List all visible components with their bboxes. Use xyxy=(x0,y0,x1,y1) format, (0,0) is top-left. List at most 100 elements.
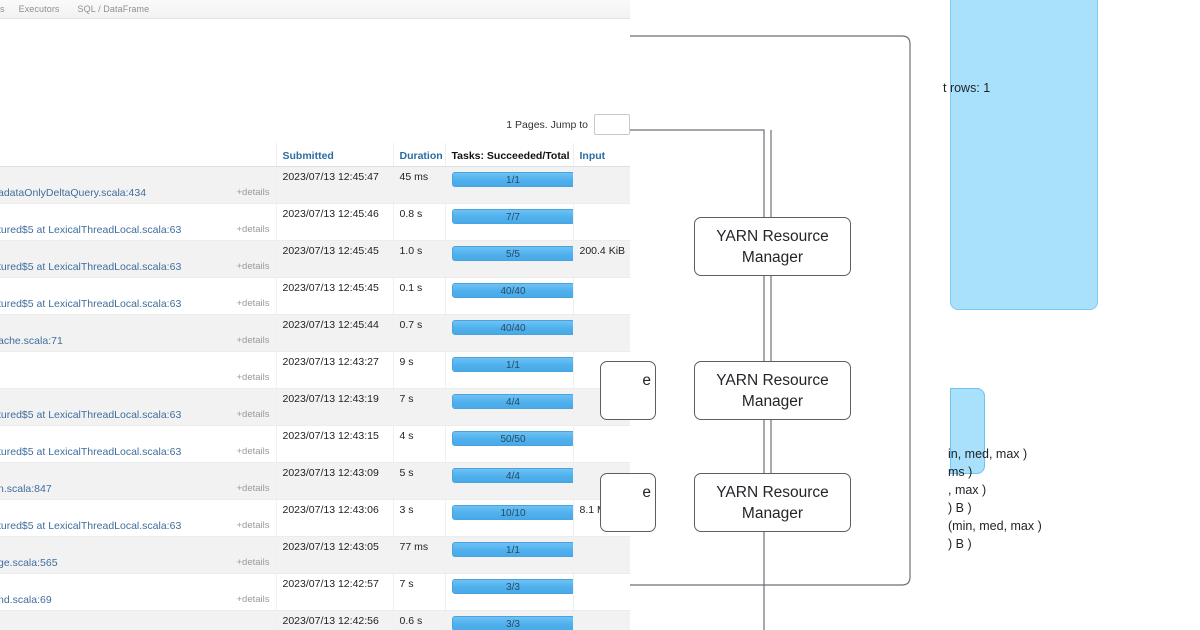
cell-description: tured$5 at LexicalThreadLocal.scala:63 +d… xyxy=(0,425,277,463)
job-description-link[interactable]: tured$5 at LexicalThreadLocal.scala:63 xyxy=(0,445,182,458)
table-row[interactable]: tured$5 at LexicalThreadLocal.scala:63 +d… xyxy=(0,388,630,426)
column-header-duration[interactable]: Duration xyxy=(393,143,446,167)
details-toggle[interactable]: +details xyxy=(236,223,270,235)
table-row[interactable]: tured$5 at LexicalThreadLocal.scala:63 +d… xyxy=(0,499,630,537)
table-row[interactable]: tured$5 at LexicalThreadLocal.scala:63 +d… xyxy=(0,240,630,278)
output-rows-label: t rows: 1 xyxy=(943,81,991,95)
job-description-link[interactable]: tured$5 at LexicalThreadLocal.scala:63 xyxy=(0,519,182,532)
job-description-link[interactable]: tured$5 at LexicalThreadLocal.scala:63 xyxy=(0,260,182,273)
cell-submitted: 2023/07/13 12:43:15 xyxy=(276,425,394,463)
cell-input xyxy=(573,610,630,630)
cell-input xyxy=(573,536,630,574)
cell-description: ache.scala:71 +details xyxy=(0,314,277,352)
nav-item-sql-dataframe[interactable]: SQL / DataFrame xyxy=(77,4,150,14)
pagination-controls: 1 Pages. Jump to xyxy=(330,114,630,135)
column-header-input[interactable]: Input xyxy=(573,143,630,167)
inner-bracket-path xyxy=(630,129,765,630)
task-progress-bar: 5/5 xyxy=(451,245,572,261)
blue-highlight-panel-small[interactable] xyxy=(950,388,985,474)
stats-line: ) B ) xyxy=(948,537,972,551)
cell-submitted: 2023/07/13 12:45:44 xyxy=(276,314,394,352)
cell-tasks: 1/1 xyxy=(445,351,574,389)
details-toggle[interactable]: +details xyxy=(236,260,270,272)
cell-tasks: 1/1 xyxy=(445,166,574,204)
details-toggle[interactable]: +details xyxy=(236,186,270,198)
cell-duration: 3 s xyxy=(393,499,446,537)
job-description-link[interactable]: n.scala:847 xyxy=(0,482,52,495)
table-row[interactable]: tured$5 at LexicalThreadLocal.scala:63 +d… xyxy=(0,277,630,315)
job-description-link[interactable]: tured$5 at LexicalThreadLocal.scala:63 xyxy=(0,223,182,236)
task-progress-bar: 10/10 xyxy=(451,504,572,520)
task-progress-bar: 1/1 xyxy=(451,541,572,557)
cell-submitted: 2023/07/13 12:45:45 xyxy=(276,240,394,278)
cell-input: 200.4 KiB xyxy=(573,240,630,278)
job-description-link[interactable]: ge.scala:565 xyxy=(0,556,58,569)
table-row[interactable]: adataOnlyDeltaQuery.scala:434 +details 202… xyxy=(0,166,630,204)
top-navbar: s Executors SQL / DataFrame xyxy=(0,0,630,19)
progress-label: 7/7 xyxy=(506,211,520,223)
cell-submitted: 2023/07/13 12:45:47 xyxy=(276,166,394,204)
cell-duration: 0.1 s xyxy=(393,277,446,315)
cell-input xyxy=(573,277,630,315)
node-yarn-resource-manager-3[interactable]: YARN Resource Manager xyxy=(694,473,851,532)
blue-highlight-panel[interactable]: t rows: 1 xyxy=(943,0,1098,310)
cell-tasks: 40/40 xyxy=(445,314,574,352)
cell-description: ge.scala:565 +details xyxy=(0,536,277,574)
clipped-node-1[interactable]: e xyxy=(600,361,656,420)
clipped-node-2[interactable]: e xyxy=(600,473,656,532)
job-description-link[interactable]: tured$5 at LexicalThreadLocal.scala:63 xyxy=(0,408,182,421)
progress-label: 10/10 xyxy=(500,507,526,519)
details-toggle[interactable]: +details xyxy=(236,482,270,494)
progress-label: 1/1 xyxy=(506,544,520,556)
job-description-link[interactable]: nd.scala:69 xyxy=(0,593,52,606)
column-header-description[interactable] xyxy=(0,143,277,167)
table-row[interactable]: tured$5 at LexicalThreadLocal.scala:63 +d… xyxy=(0,203,630,241)
cell-submitted: 2023/07/13 12:45:45 xyxy=(276,277,394,315)
outer-container-path xyxy=(630,35,911,586)
details-toggle[interactable]: +details xyxy=(236,445,270,457)
progress-label: 5/5 xyxy=(506,248,520,260)
node-yarn-resource-manager-2[interactable]: YARN Resource Manager xyxy=(694,361,851,420)
column-header-tasks[interactable]: Tasks: Succeeded/Total xyxy=(445,143,574,167)
navbar-items: s Executors SQL / DataFrame xyxy=(0,0,630,19)
cell-submitted: 2023/07/13 12:43:06 xyxy=(276,499,394,537)
table-row[interactable]: tured$5 at LexicalThreadLocal.scala:63+d… xyxy=(0,610,630,630)
cell-duration: 45 ms xyxy=(393,166,446,204)
node-label: YARN Resource Manager xyxy=(716,371,829,410)
details-toggle[interactable]: +details xyxy=(236,408,270,420)
task-progress-bar: 50/50 xyxy=(451,430,572,446)
architecture-diagram: YARN Resource Manager YARN Resource Mana… xyxy=(600,0,950,630)
table-header-row: Submitted Duration Tasks: Succeeded/Tota… xyxy=(0,143,630,167)
cell-tasks: 4/4 xyxy=(445,388,574,426)
details-toggle[interactable]: +details xyxy=(236,593,270,605)
details-toggle[interactable]: +details xyxy=(236,519,270,531)
cell-description: n.scala:847 +details xyxy=(0,462,277,500)
cell-tasks: 7/7 xyxy=(445,203,574,241)
column-header-submitted[interactable]: Submitted xyxy=(276,143,394,167)
details-toggle[interactable]: +details xyxy=(236,297,270,309)
details-toggle[interactable]: +details xyxy=(236,371,270,383)
description-inner: nd.scala:69 +details xyxy=(0,574,275,610)
progress-fill xyxy=(452,579,572,593)
table-row[interactable]: ache.scala:71 +details 2023/07/13 12:45:44… xyxy=(0,314,630,352)
cell-input xyxy=(573,166,630,204)
cell-duration: 0.7 s xyxy=(393,314,446,352)
cell-submitted: 2023/07/13 12:45:46 xyxy=(276,203,394,241)
nav-item-executors[interactable]: Executors xyxy=(18,4,60,14)
stats-line: in, med, max ) xyxy=(948,447,1028,461)
right-panel: t rows: 1 in, med, max ) ms ) , max ) ) … xyxy=(943,0,1200,630)
details-toggle[interactable]: +details xyxy=(236,556,270,568)
job-description-link[interactable]: ache.scala:71 xyxy=(0,334,63,347)
details-toggle[interactable]: +details xyxy=(236,334,270,346)
nav-item-clipped[interactable]: s xyxy=(0,4,5,14)
cell-tasks: 4/4 xyxy=(445,462,574,500)
node-yarn-resource-manager-1[interactable]: YARN Resource Manager xyxy=(694,217,851,276)
table-row[interactable]: tured$5 at LexicalThreadLocal.scala:63 +d… xyxy=(0,425,630,463)
job-description-link[interactable]: adataOnlyDeltaQuery.scala:434 xyxy=(0,186,147,199)
job-description-link[interactable]: tured$5 at LexicalThreadLocal.scala:63 xyxy=(0,297,182,310)
jump-to-page-input[interactable] xyxy=(594,114,630,135)
